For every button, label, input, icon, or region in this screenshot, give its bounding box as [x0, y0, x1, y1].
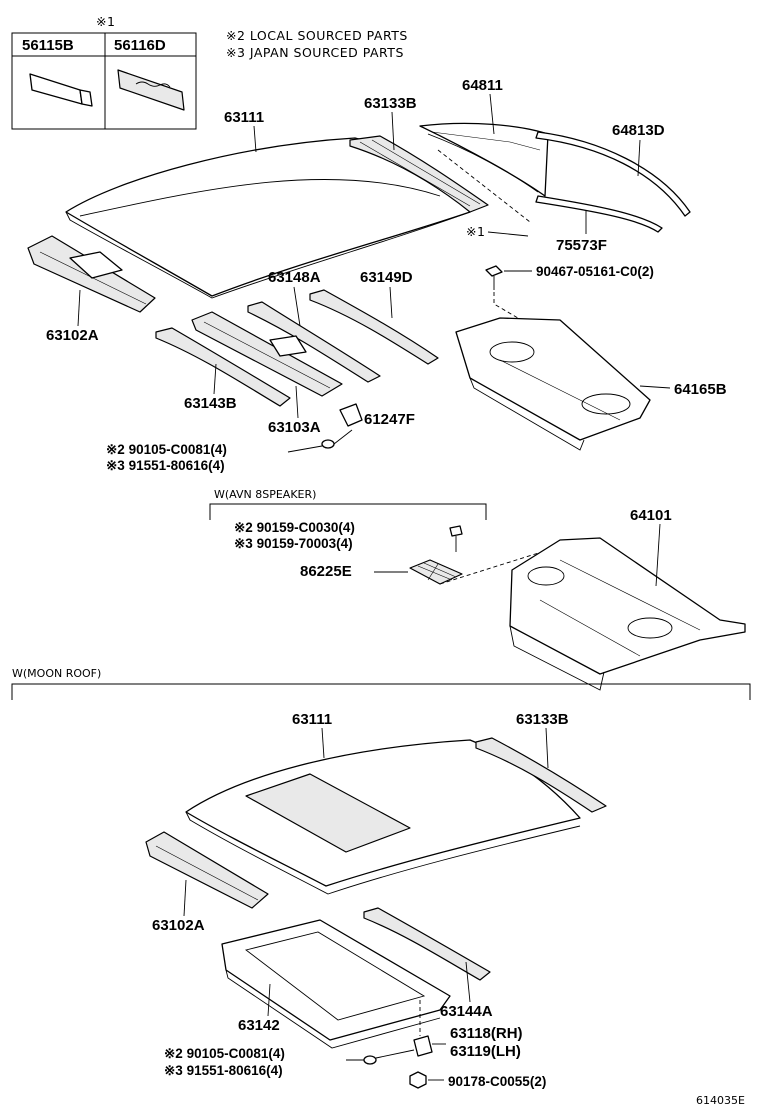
package-tray-panel-64101 — [509, 537, 746, 691]
label-screw-speaker-local: ※2 90159-C0030(4) — [234, 520, 355, 535]
roof-rail-63133b — [349, 135, 489, 213]
label-64813d: 64813D — [612, 122, 665, 139]
leader-63111 — [253, 125, 257, 153]
label-64811: 64811 — [462, 77, 503, 94]
label-64165b: 64165B — [674, 381, 727, 398]
package-tray-64165b — [455, 317, 651, 451]
moonroof-rail-63133b — [475, 737, 607, 813]
label-61247f: 61247F — [364, 411, 415, 428]
label-63144a: 63144A — [440, 1003, 493, 1020]
leader-63148a — [293, 286, 301, 327]
label-63119: 63119(LH) — [450, 1043, 521, 1060]
label-86225e: 86225E — [300, 563, 352, 580]
label-63143b: 63143B — [184, 395, 237, 412]
roof-bow-63143b — [155, 327, 291, 407]
badge-56116d-script — [135, 81, 171, 88]
leader-mr-63111 — [321, 727, 325, 759]
label-63103a: 63103A — [268, 419, 321, 436]
front-header-63102a — [27, 235, 156, 313]
bracket-avn-8speaker — [209, 503, 487, 520]
bracket-61247f — [339, 403, 363, 427]
leader-63142 — [267, 983, 271, 1017]
molding-64813d-lower — [535, 195, 663, 233]
leader-64165b — [639, 385, 671, 389]
label-bolt-upper-japan: ※3 91551-80616(4) — [106, 458, 225, 473]
label-63102a: 63102A — [46, 327, 99, 344]
badge-part-56115b: 56115B — [22, 37, 74, 54]
badge-table: 56115B 56116D — [11, 32, 197, 130]
guide-86225e — [439, 549, 549, 585]
label-64101: 64101 — [630, 507, 672, 524]
badge-56115b-end — [79, 89, 93, 107]
leader-63149d — [389, 286, 393, 319]
badge-part-56116d: 56116D — [114, 37, 166, 54]
note-mark-1: ※1 — [96, 14, 115, 29]
leader-mark-1 — [487, 231, 529, 237]
speaker-grille-86225e — [409, 559, 463, 585]
badge-56116d-shape — [117, 69, 185, 111]
moonroof-roof-panel-63111 — [185, 739, 581, 895]
label-bolt-lower-local: ※2 90105-C0081(4) — [164, 1046, 285, 1061]
molding-64813d — [535, 131, 691, 217]
leader-64811 — [489, 93, 495, 135]
section-moon-roof: W(MOON ROOF) — [12, 667, 101, 680]
label-bolt-lower-japan: ※3 91551-80616(4) — [164, 1063, 283, 1078]
moonroof-rail-63144a — [363, 907, 491, 981]
roof-bow-63149d — [309, 289, 439, 365]
label-63133b: 63133B — [364, 95, 417, 112]
label-bolt-upper-local: ※2 90105-C0081(4) — [106, 442, 227, 457]
leader-mr-63102a — [183, 879, 187, 917]
leader-mr-63133b — [545, 727, 549, 769]
bracket-63118-63119 — [413, 1035, 433, 1057]
note-japan-sourced: ※3 JAPAN SOURCED PARTS — [226, 45, 404, 60]
label-63111: 63111 — [224, 109, 264, 126]
label-63149d: 63149D — [360, 269, 413, 286]
leader-64813d — [637, 139, 641, 177]
clip-90467 — [485, 265, 503, 290]
guide-mark-1 — [437, 149, 531, 223]
leader-64101 — [655, 523, 661, 587]
label-mr-63111: 63111 — [292, 711, 332, 728]
inline-mark-1: ※1 — [466, 224, 485, 239]
bolt-upper — [321, 429, 353, 449]
bracket-moon-roof — [11, 683, 751, 700]
rear-header-63103a — [191, 311, 343, 397]
section-avn-8speaker: W(AVN 8SPEAKER) — [214, 488, 316, 501]
leader-bolt-lower-to-bracket — [375, 1049, 415, 1059]
label-63118: 63118(RH) — [450, 1025, 523, 1042]
leader-63133b — [391, 111, 395, 151]
leader-63102a — [77, 289, 81, 327]
label-75573f: 75573F — [556, 237, 607, 254]
badge-56115b-shape — [29, 73, 83, 105]
label-63142: 63142 — [238, 1017, 280, 1034]
leader-63103a — [295, 385, 299, 419]
leader-bolt-upper — [287, 445, 323, 453]
moonroof-front-header-63102a — [145, 831, 269, 909]
label-mr-63133b: 63133B — [516, 711, 569, 728]
leader-63143b — [213, 363, 217, 395]
label-screw-speaker-japan: ※3 90159-70003(4) — [234, 536, 353, 551]
roof-bow-63148a — [247, 301, 381, 383]
label-mr-63102a: 63102A — [152, 917, 205, 934]
moonroof-reinforcement-63142 — [221, 919, 451, 1049]
label-90178: 90178-C0055(2) — [448, 1074, 546, 1089]
nut-90178 — [409, 1071, 427, 1089]
label-63148a: 63148A — [268, 269, 321, 286]
back-window-glass-64811 — [419, 122, 549, 197]
label-90467: 90467-05161-C0(2) — [536, 264, 654, 279]
screw-speaker — [449, 525, 463, 552]
leader-63144a — [465, 961, 471, 1003]
note-local-sourced: ※2 LOCAL SOURCED PARTS — [226, 28, 408, 43]
bolt-lower — [363, 1055, 377, 1065]
diagram-code: 614035E — [696, 1094, 745, 1107]
